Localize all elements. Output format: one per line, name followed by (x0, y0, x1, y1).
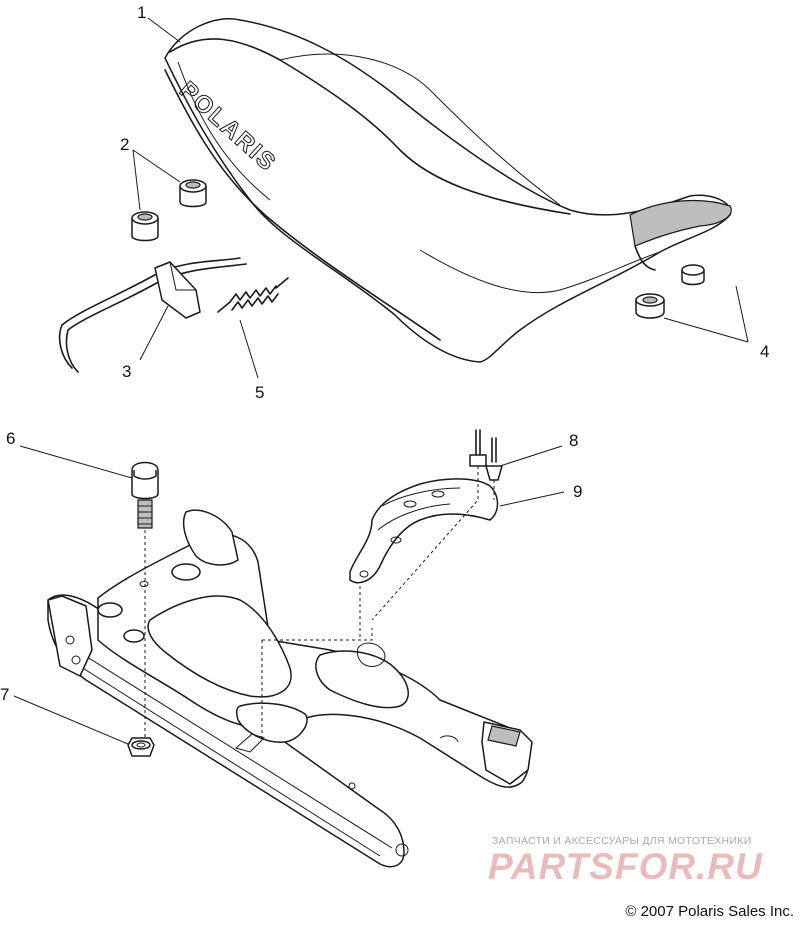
copyright-notice: © 2007 Polaris Sales Inc. (625, 903, 794, 920)
seat-bumper-right (179, 179, 207, 208)
callout-5: 5 (255, 383, 264, 402)
watermark-logo: PARTSFOR.RU (488, 846, 763, 887)
callout-2: 2 (120, 135, 129, 154)
callout-3: 3 (122, 362, 131, 381)
rear-bumper-stop (131, 461, 159, 529)
seat-grommet-front (635, 293, 665, 319)
seat-latch (58, 257, 247, 373)
callout-7: 7 (0, 685, 9, 704)
seat-grommet-rear (681, 264, 705, 286)
assembly-lines (144, 466, 495, 740)
latch-spring (217, 277, 289, 313)
flange-nut (127, 737, 155, 757)
callout-1: 1 (137, 3, 146, 22)
bolt-left (469, 429, 487, 467)
callout-8: 8 (569, 431, 578, 450)
watermark-tagline: ЗАПЧАСТИ И АКСЕССУАРЫ ДЛЯ МОТОТЕХНИКИ (492, 835, 752, 847)
seat-bumper-left (131, 211, 159, 242)
leader-lines (13, 17, 749, 745)
callout-6: 6 (6, 429, 15, 448)
callout-4: 4 (760, 342, 769, 361)
bolt-right (485, 437, 503, 481)
seat-mount-bracket (349, 478, 499, 584)
callout-9: 9 (573, 482, 582, 501)
rear-subframe (47, 509, 533, 868)
